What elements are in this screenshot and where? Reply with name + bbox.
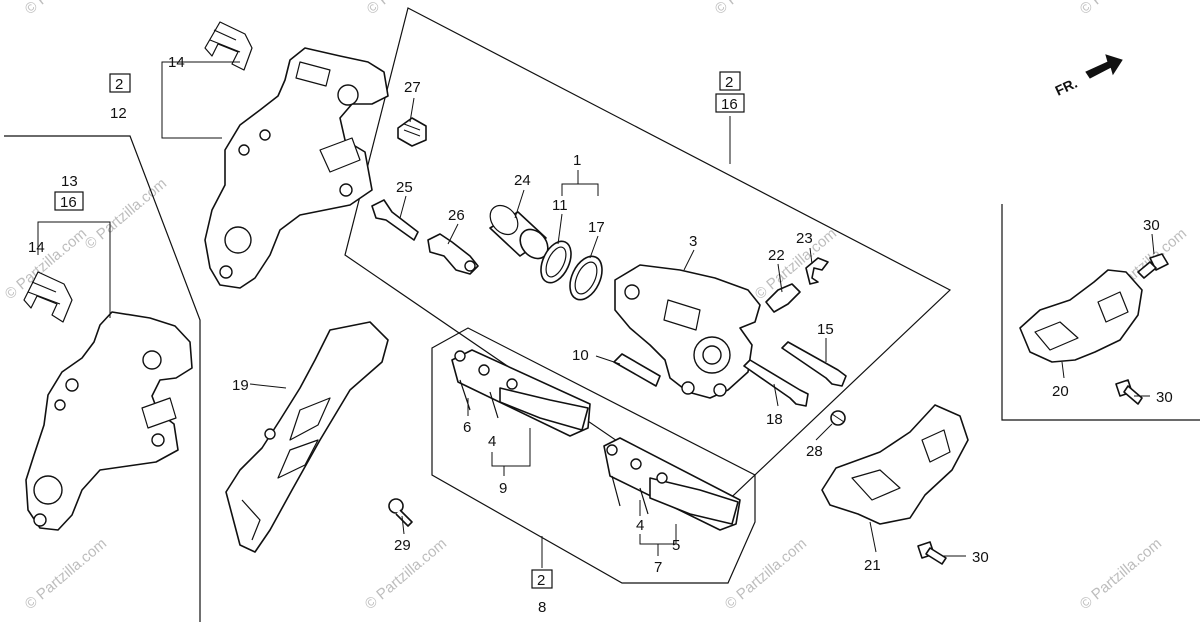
pad-set-9 [451,349,591,437]
part-14-pad-spring-upper [204,21,253,71]
part-19-disc-guard [225,321,389,553]
box-ref-16: 16 [60,194,77,211]
part-23-clip [805,257,829,285]
boxed-references: 2 16 2 16 2 [54,71,745,589]
callout-26: 26 [448,207,465,224]
callout-25: 25 [396,179,413,196]
box-ref-16: 16 [721,96,738,113]
part-3-caliper-body [614,264,761,399]
part-15-slide-pin [781,341,847,387]
part-17-dust-seal [569,255,603,301]
front-direction-label: FR. [1053,75,1080,99]
callout-10: 10 [572,347,589,364]
callout-29: 29 [394,537,411,554]
part-28-pin-cap [830,410,846,426]
watermark-text: © Partzilla.com [722,535,810,613]
callout-numbers: 12 14 13 14 27 25 26 24 1 11 17 3 22 23 … [28,54,1173,616]
front-direction-indicator: FR. [1053,54,1123,99]
callout-4: 4 [636,517,644,534]
watermark-text: © Partzilla.com [712,0,800,18]
part-20-rear-guard [1019,269,1143,363]
callout-28: 28 [806,443,823,460]
callout-3: 3 [689,233,697,250]
callout-14: 14 [168,54,185,71]
callout-30: 30 [1156,389,1173,406]
box-ref-2: 2 [115,76,123,93]
pad-group-frame [431,327,756,584]
callout-21: 21 [864,557,881,574]
part-25-pin-bolt [371,199,419,241]
callout-14: 14 [28,239,45,256]
part-27-bleeder-cap [397,117,427,147]
guard-frame [1001,204,1200,421]
watermark-text: © Partzilla.com [22,0,110,18]
left-bracket-frame [4,135,201,622]
callout-22: 22 [768,247,785,264]
part-30-bolt-a [1137,253,1169,279]
callout-19: 19 [232,377,249,394]
callout-5: 5 [672,537,680,554]
callout-23: 23 [796,230,813,247]
callout-9: 9 [499,480,507,497]
part-26-bleeder-screw [427,233,479,275]
part-10-pad-retainer [613,353,661,387]
part-13-caliper-bracket-lower [25,311,193,531]
leader-lines [37,61,1155,568]
watermark-text: © Partzilla.com [1077,535,1165,613]
front-arrow-icon [1085,54,1123,79]
part-29-screw [388,498,413,527]
callout-11: 11 [552,197,568,214]
box-ref-2: 2 [725,74,733,91]
part-21-pad-guard [821,404,969,525]
callout-6: 6 [463,419,471,436]
callout-8: 8 [538,599,546,616]
part-22-bleeder-valve [765,283,801,313]
callout-20: 20 [1052,383,1069,400]
callout-27: 27 [404,79,421,96]
part-12-caliper-bracket-upper [204,47,389,289]
part-18-slide-pin [743,359,809,407]
callout-30: 30 [972,549,989,566]
watermark-text: © Partzilla.com [82,175,170,253]
callout-24: 24 [514,172,531,189]
callout-15: 15 [817,321,834,338]
callout-18: 18 [766,411,783,428]
callout-17: 17 [588,219,605,236]
watermark-text: © Partzilla.com [1077,0,1165,18]
callout-4: 4 [488,433,496,450]
pad-set-7 [603,437,741,531]
part-30-bolt-b [1115,379,1143,405]
callout-1: 1 [573,152,581,169]
callout-30: 30 [1143,217,1160,234]
part-11-piston-seal [540,240,572,284]
callout-12: 12 [110,105,127,122]
box-ref-2: 2 [537,572,545,589]
callout-13: 13 [61,173,78,190]
watermark-text: © Partzilla.com [22,535,110,613]
part-30-bolt-c [917,541,947,565]
watermarks: © Partzilla.com © Partzilla.com © Partzi… [2,0,1190,613]
callout-7: 7 [654,559,662,576]
caliper-group-frame [344,7,952,511]
part-14-pad-spring-lower [23,271,73,323]
part-24-piston [489,204,549,260]
